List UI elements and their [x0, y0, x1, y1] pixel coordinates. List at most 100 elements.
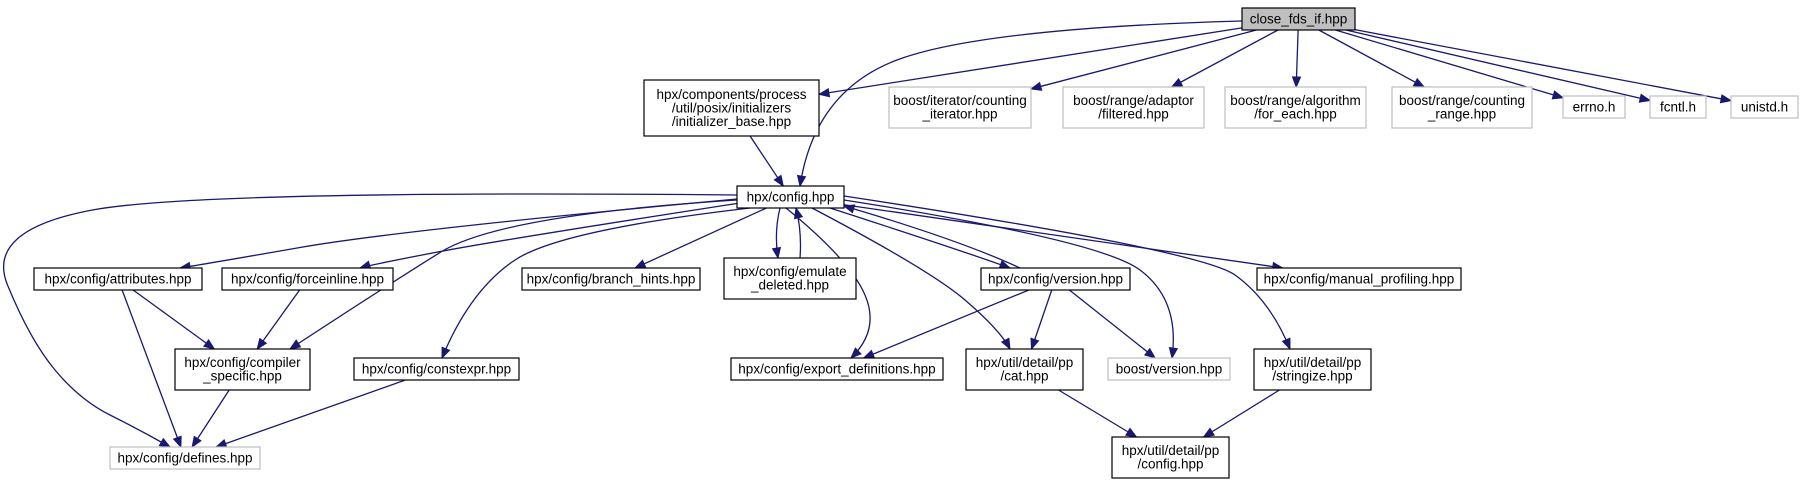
node-label-line: /for_each.hpp — [1254, 107, 1337, 122]
edge-pp_cat-to-pp_config — [1058, 389, 1138, 438]
edge-line — [843, 204, 1283, 269]
node-manual-profiling[interactable]: hpx/config/manual_profiling.hpp — [1256, 267, 1462, 291]
edge-root-to-config — [796, 20, 1243, 188]
node-version[interactable]: hpx/config/version.hpp — [980, 267, 1131, 291]
node-label-line: _iterator.hpp — [921, 107, 997, 122]
edge-line — [1345, 29, 1651, 102]
node-box — [723, 257, 857, 300]
node-box — [643, 79, 820, 137]
edge-config-to-export_definitions — [785, 207, 871, 359]
node-defines[interactable]: hpx/config/defines.hpp — [109, 446, 261, 470]
edge-config-to-defines — [3, 193, 738, 448]
edge-emulate_deleted-to-config — [793, 206, 804, 259]
node-compiler-specific[interactable]: hpx/config/compiler_specific.hpp — [174, 348, 311, 391]
node-branch-hints[interactable]: hpx/config/branch_hints.hpp — [521, 267, 701, 291]
node-label-line: errno.h — [1573, 99, 1616, 114]
node-label-line: boost/range/adaptor — [1073, 93, 1194, 108]
edge-line — [829, 207, 1011, 269]
node-label-line: hpx/config/forceinline.hpp — [231, 271, 384, 286]
edge-version-to-boost_version — [1068, 289, 1157, 359]
edge-arrowhead — [773, 174, 784, 188]
edge-arrowhead — [256, 337, 268, 351]
node-export-definitions[interactable]: hpx/config/export_definitions.hpp — [730, 357, 944, 381]
node-label-line: /config.hpp — [1137, 457, 1203, 472]
node-counting-iter[interactable]: boost/iterator/counting_iterator.hpp — [888, 86, 1032, 129]
node-box — [1062, 86, 1205, 129]
node-box — [980, 267, 1131, 291]
node-boost-version[interactable]: boost/version.hpp — [1107, 357, 1231, 381]
edge-line — [1318, 29, 1425, 88]
node-forceinline[interactable]: hpx/config/forceinline.hpp — [221, 267, 394, 291]
edge-arrowhead — [203, 338, 216, 350]
node-box — [1391, 86, 1533, 129]
edge-arrowhead — [1030, 337, 1040, 351]
edge-root-to-init_base — [817, 27, 1243, 98]
node-label-line: hpx/config/export_definitions.hpp — [738, 361, 935, 376]
edge-arrowhead — [793, 206, 804, 220]
edge-config-to-forceinline — [358, 202, 741, 270]
edge-line — [863, 289, 1030, 359]
node-label-line: boost/version.hpp — [1116, 361, 1223, 376]
edge-arrowhead — [1719, 94, 1733, 104]
edge-forceinline-to-compiler_specific — [256, 289, 301, 351]
node-errno[interactable]: errno.h — [1562, 95, 1626, 119]
node-label-line: /initializer_base.hpp — [672, 114, 791, 129]
edge-line — [215, 379, 406, 448]
edge-arrowhead — [1143, 347, 1157, 359]
node-root[interactable]: close_fds_if.hpp — [1241, 7, 1356, 31]
node-label-line: _range.hpp — [1427, 107, 1496, 122]
edge-line — [843, 199, 1174, 359]
node-box — [521, 267, 701, 291]
node-label-line: hpx/util/detail/pp — [1264, 355, 1362, 370]
node-filtered[interactable]: boost/range/adaptor/filtered.hpp — [1062, 86, 1205, 129]
node-for-each[interactable]: boost/range/algorithm/for_each.hpp — [1224, 86, 1367, 129]
edge-attributes-to-defines — [121, 289, 182, 449]
node-label-line: /cat.hpp — [1000, 369, 1048, 384]
edge-line — [785, 207, 871, 359]
edge-arrowhead — [158, 437, 172, 448]
edge-arrowhead — [1000, 337, 1011, 351]
node-unistd[interactable]: unistd.h — [1730, 95, 1799, 119]
edge-arrowhead — [1168, 346, 1179, 360]
node-counting-range[interactable]: boost/range/counting_range.hpp — [1391, 86, 1533, 129]
node-label-line: hpx/config/defines.hpp — [117, 450, 252, 465]
edge-root-to-filtered — [1170, 29, 1279, 88]
node-label-line: boost/range/counting — [1399, 93, 1525, 108]
node-pp-cat[interactable]: hpx/util/detail/pp/cat.hpp — [965, 348, 1084, 391]
edge-pp_stringize-to-pp_config — [1202, 389, 1280, 438]
node-config[interactable]: hpx/config.hpp — [736, 185, 845, 209]
edge-root-to-counting_range — [1318, 29, 1426, 88]
edge-version-to-export_definitions — [862, 289, 1030, 359]
node-init-base[interactable]: hpx/components/process/util/posix/initia… — [643, 79, 820, 137]
node-pp-config[interactable]: hpx/util/detail/pp/config.hpp — [1111, 436, 1230, 479]
node-emulate-deleted[interactable]: hpx/config/emulate_deleted.hpp — [723, 257, 857, 300]
node-label-line: hpx/config/version.hpp — [988, 271, 1123, 286]
node-box — [1256, 267, 1462, 291]
edge-arrowhead — [1170, 77, 1184, 88]
edge-line — [634, 207, 767, 269]
node-label-line: hpx/config/attributes.hpp — [44, 271, 191, 286]
edge-config-to-version — [829, 207, 1012, 269]
node-attributes[interactable]: hpx/config/attributes.hpp — [33, 267, 203, 291]
edge-arrowhead — [1412, 77, 1426, 88]
edge-arrowhead — [214, 439, 228, 448]
edge-line — [799, 20, 1243, 187]
edge-line — [3, 193, 738, 448]
edge-line — [811, 207, 1011, 350]
edge-arrowhead — [1202, 427, 1216, 438]
node-box — [33, 267, 203, 291]
edge-config-to-pp_cat — [811, 207, 1011, 351]
edge-arrowhead — [288, 339, 302, 350]
node-label-line: unistd.h — [1741, 99, 1788, 114]
node-fcntl[interactable]: fcntl.h — [1649, 95, 1707, 119]
edge-arrowhead — [1638, 93, 1652, 103]
edge-arrowhead — [850, 347, 862, 359]
node-box — [221, 267, 394, 291]
node-label-line: hpx/components/process — [656, 87, 806, 102]
node-constexpr[interactable]: hpx/config/constexpr.hpp — [353, 357, 520, 381]
node-label-line: _specific.hpp — [202, 369, 282, 384]
edge-line — [1030, 29, 1257, 90]
node-pp-stringize[interactable]: hpx/util/detail/pp/stringize.hpp — [1253, 348, 1372, 391]
edge-arrowhead — [441, 346, 451, 360]
